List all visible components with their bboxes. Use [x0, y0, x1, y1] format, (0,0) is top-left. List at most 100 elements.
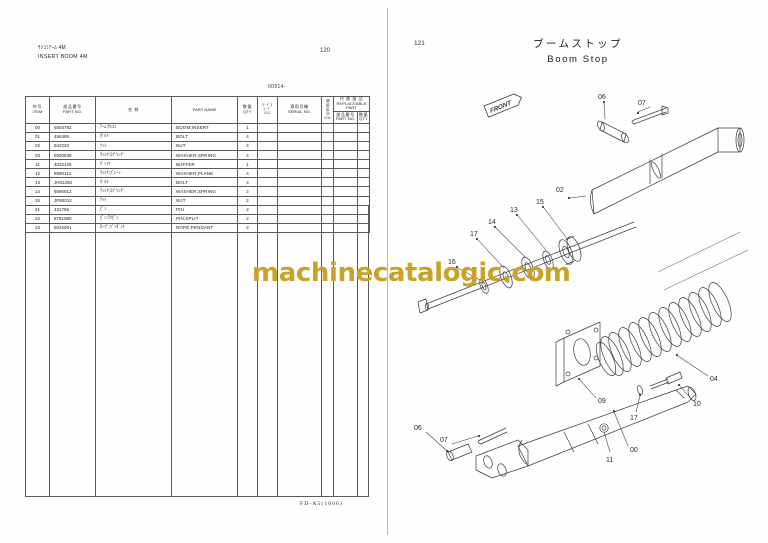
boom-stop-exploded-diagram: FRONT — [414, 93, 749, 479]
cell-service-code — [257, 122, 278, 133]
page-number-right: 121 — [414, 40, 425, 47]
cell-part-name: BOLT — [171, 131, 238, 142]
cell-name-jp: ﾎﾞﾙﾄ — [95, 177, 172, 188]
cell-replace-qty — [356, 150, 371, 161]
cell-part-no: 4022126 — [49, 159, 96, 170]
cell-ica — [321, 186, 334, 197]
right-page: 121 ブームストップ Boom Stop FRONT — [388, 0, 768, 543]
cell-part-no: 8590112 — [49, 168, 96, 179]
cell-qty: 4 — [237, 140, 258, 152]
cell-replace-part-no — [333, 195, 358, 206]
cell-service-code — [257, 131, 278, 142]
cell-replace-qty — [356, 195, 371, 206]
cell-replace-part-no — [333, 159, 358, 170]
cell-replace-qty — [356, 122, 371, 133]
cell-item: 00 — [25, 122, 50, 133]
header-qty-en: QTY — [243, 108, 252, 114]
cell-part-name: BOOM;INSERT — [171, 122, 238, 133]
svg-text:16: 16 — [448, 259, 456, 266]
cell-qty: 1 — [237, 159, 258, 170]
header-item-jp: 符号 — [32, 104, 43, 110]
header-ica: 適用区分 ICA — [321, 96, 334, 124]
header-sc-en: S-C — [264, 110, 271, 115]
lower-clevis — [446, 427, 529, 479]
cell-name-jp: ﾅｯﾄ — [95, 195, 172, 206]
svg-text:11: 11 — [606, 457, 613, 464]
svg-text:06: 06 — [414, 425, 422, 432]
lower-bolt-10 — [649, 371, 683, 390]
header-replaceable-part-no: 部品番号 PART NO. — [333, 110, 358, 124]
svg-text:06: 06 — [598, 94, 606, 101]
cell-serial-no — [277, 168, 322, 179]
cell-part-no: 8590939 — [49, 150, 96, 161]
cell-ica — [321, 195, 334, 206]
header-name-jp-label: 名 称 — [128, 106, 139, 112]
header-sc-jp2: ｺｰﾄﾞ — [263, 106, 272, 111]
cell-serial-no — [277, 131, 322, 142]
callout-06-lower: 06 — [414, 425, 449, 453]
cell-qty: 4 — [237, 131, 258, 142]
figure-title-en: Boom Stop — [547, 54, 609, 65]
svg-text:09: 09 — [598, 398, 606, 405]
cell-serial-no — [277, 177, 322, 188]
header-item-en: ITEM — [32, 108, 43, 114]
cell-replace-part-no — [333, 150, 358, 161]
svg-text:15: 15 — [536, 199, 544, 206]
header-serial-jp: 適用号機 — [290, 104, 309, 110]
cell-qty: 4 — [237, 177, 258, 188]
cell-qty: 2 — [237, 186, 258, 197]
header-item: 符号 ITEM — [25, 96, 50, 124]
header-part-name: PART NAME — [171, 96, 238, 124]
cell-ica — [321, 122, 334, 133]
callout-07-lower: 07 — [440, 434, 481, 445]
svg-text:07: 07 — [440, 437, 448, 444]
cell-service-code — [257, 150, 278, 161]
callout-06-upper: 06 — [598, 94, 606, 120]
svg-text:14: 14 — [488, 219, 496, 226]
cell-part-name: BUFFER — [171, 159, 238, 170]
cell-replace-qty — [356, 177, 371, 188]
cell-name-jp: ﾅｯﾄ — [95, 140, 172, 152]
upper-boom-tube — [590, 127, 745, 215]
cell-ica — [321, 131, 334, 142]
cell-replace-part-no — [333, 122, 358, 133]
cell-part-no: 942233 — [49, 140, 96, 152]
cell-replace-qty — [356, 159, 371, 170]
cell-qty: 4 — [237, 150, 258, 161]
cell-item: 14 — [25, 186, 50, 197]
svg-text:07: 07 — [638, 100, 646, 107]
cell-item: 11 — [25, 159, 50, 170]
cell-item: 12 — [25, 168, 50, 179]
page-spine — [387, 8, 388, 535]
header-rp-qty-jp: 数量 — [358, 111, 369, 117]
cell-part-no: JP50012 — [49, 195, 96, 206]
table-subheader-row: 部品番号 PART NO. 数量 QTY — [26, 110, 371, 124]
cell-serial-no — [277, 150, 322, 161]
svg-text:FRONT: FRONT — [489, 99, 512, 115]
callout-14: 14 — [488, 219, 527, 259]
header-rp-no-jp: 部品番号 — [336, 111, 355, 117]
cell-replace-part-no — [333, 186, 358, 197]
cell-ica — [321, 159, 334, 170]
header-part-name-label: PART NAME — [192, 106, 217, 112]
cell-replace-qty — [356, 131, 371, 142]
header-part-no-en: PART NO. — [62, 108, 83, 114]
flange-plate — [555, 321, 601, 387]
sheet-title-en: INSERT BOOM 4M — [38, 54, 88, 60]
sheet-heading: ｻｼｺﾐｱｰﾑ 4M INSERT BOOM 4M — [38, 44, 88, 62]
middle-rod-assembly — [417, 221, 637, 314]
callout-07-upper: 07 — [636, 100, 651, 115]
table-header-row: 符号 ITEM 部品番号 PART NO. 名 称 PART NAME 数量 — [25, 96, 371, 124]
header-part-no: 部品番号 PART NO. — [49, 96, 96, 124]
svg-text:00: 00 — [630, 447, 638, 454]
header-replaceable-jp: 代 替 部 品 — [339, 96, 364, 101]
cell-item: 03 — [25, 150, 50, 161]
header-qty: 数量 QTY — [237, 96, 258, 124]
